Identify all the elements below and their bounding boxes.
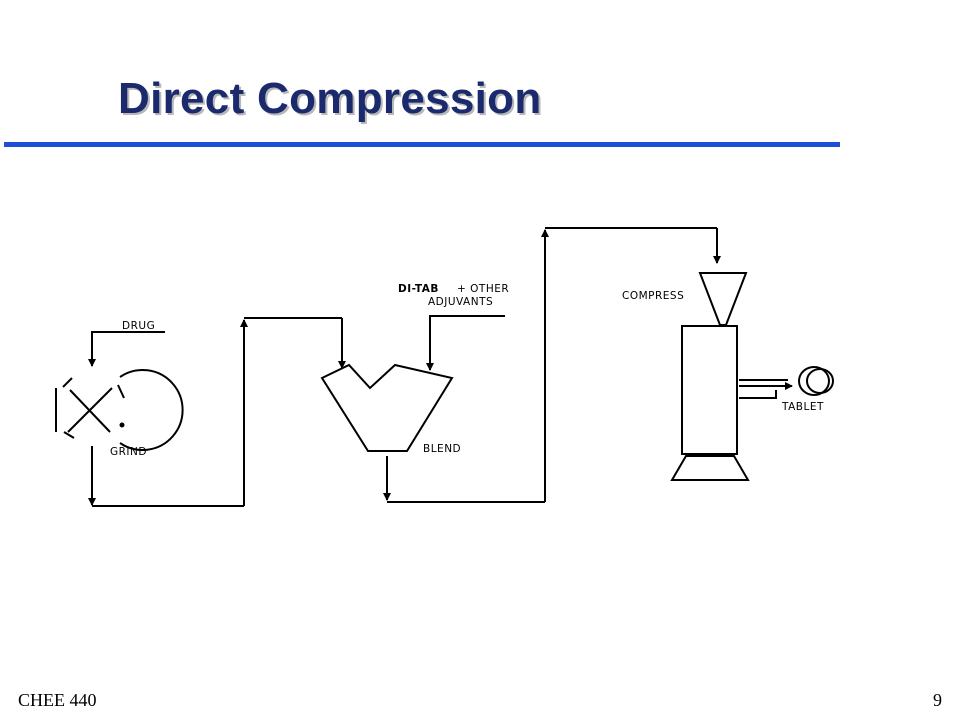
course-code: CHEE 440 <box>18 690 97 710</box>
title-underline <box>4 142 840 147</box>
drug-feed-arrow <box>88 331 165 367</box>
drug-label: DRUG <box>122 320 155 332</box>
press-base <box>670 455 750 481</box>
press-body <box>681 325 738 455</box>
page-number: 9 <box>933 690 942 710</box>
blend-label: BLEND <box>423 443 461 455</box>
adjuvants-feed-arrow <box>426 315 505 371</box>
tablet-shape <box>798 366 830 396</box>
adjuvants-label: ADJUVANTS <box>428 296 493 308</box>
ejection-chute <box>739 379 788 399</box>
press-hopper <box>698 272 748 326</box>
other-label: + OTHER <box>457 283 509 295</box>
v-blender <box>320 363 454 452</box>
grind-label: GRIND <box>110 446 147 458</box>
ditab-label: DI-TAB <box>398 283 439 295</box>
slide-title: Direct Compression <box>118 74 542 123</box>
tablet-label: TABLET <box>781 401 824 413</box>
compress-label: COMPRESS <box>622 290 684 302</box>
grinder-mill <box>55 369 184 451</box>
